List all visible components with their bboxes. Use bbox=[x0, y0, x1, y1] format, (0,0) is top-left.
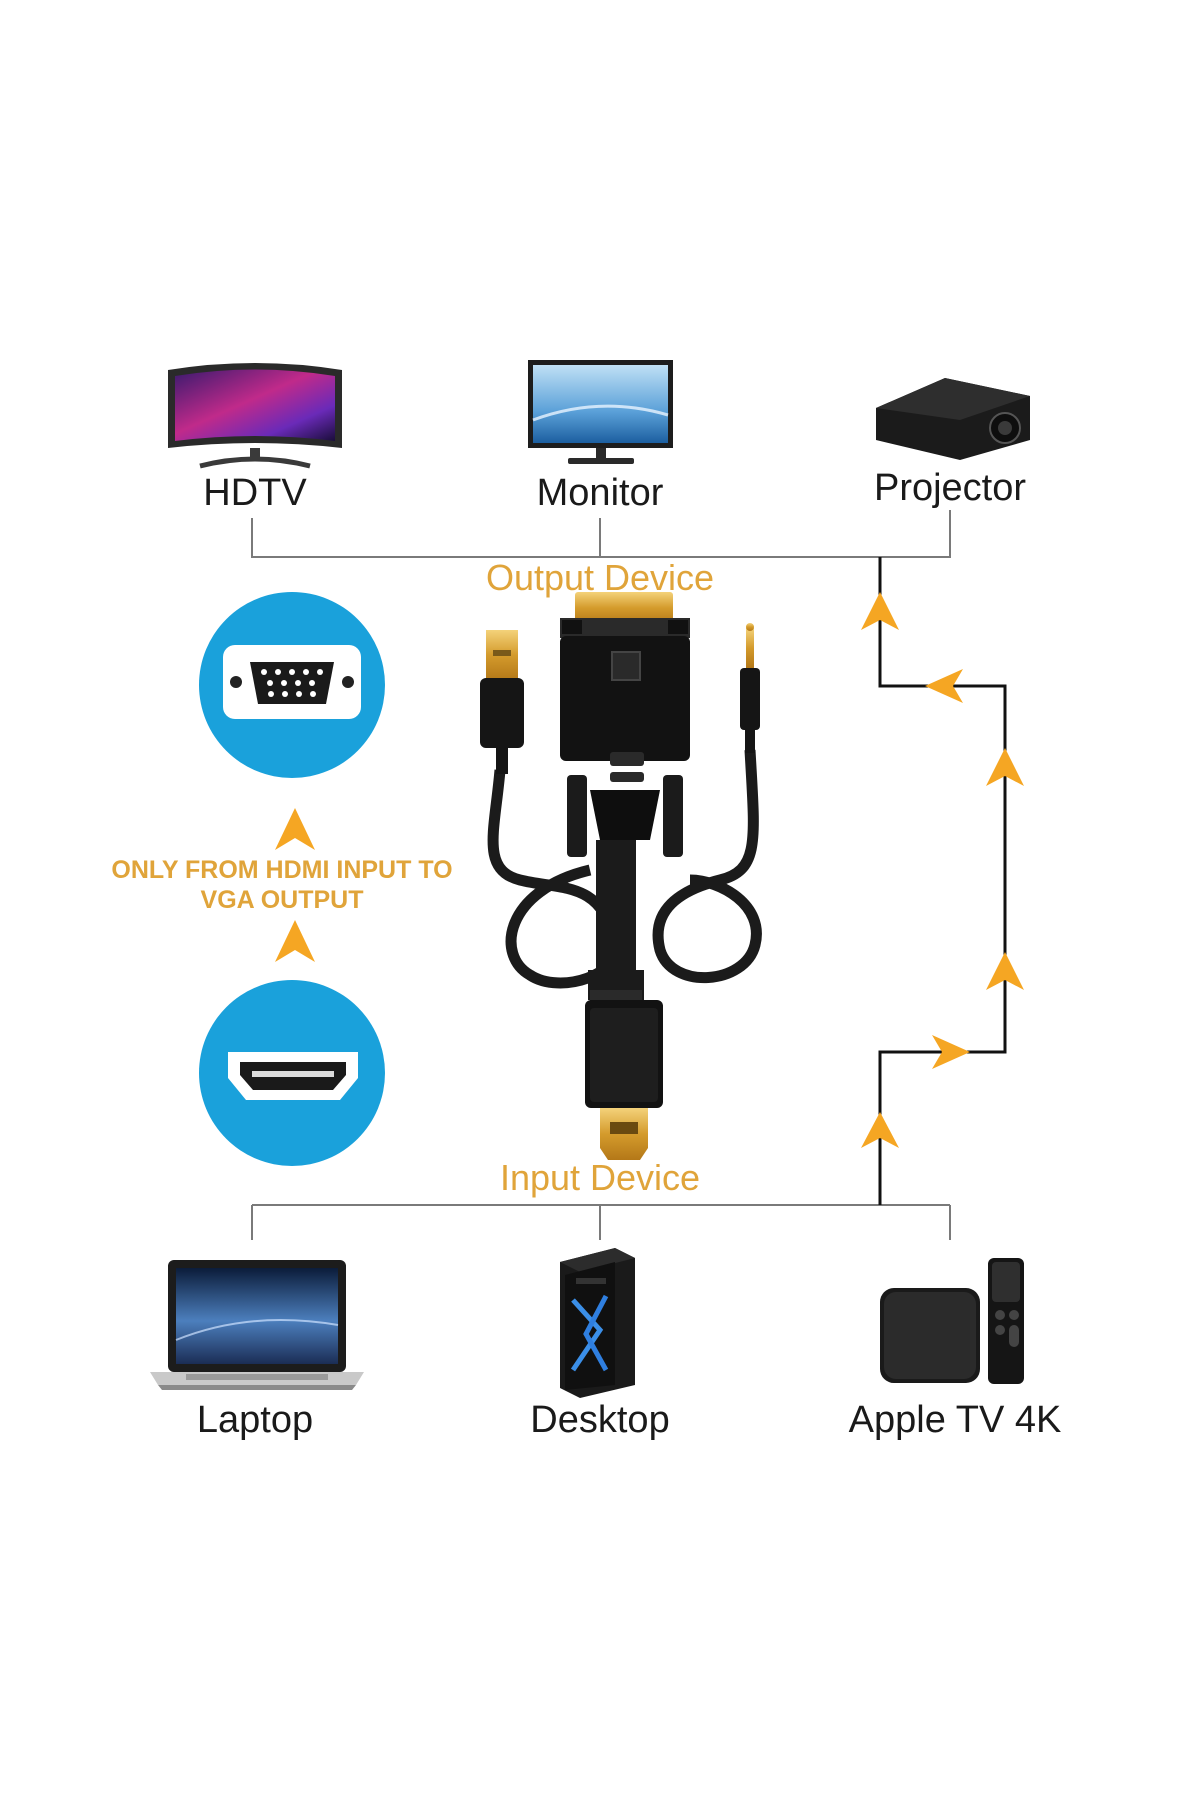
arrow-up-icon bbox=[861, 1112, 899, 1148]
signal-arrows bbox=[861, 592, 1024, 1148]
device-label-projector: Projector bbox=[874, 467, 1026, 509]
hdtv-device: HDTV bbox=[168, 363, 342, 514]
projector-device: Projector bbox=[874, 378, 1030, 509]
hdmi-to-vga-adapter-cable bbox=[480, 592, 762, 1160]
monitor-icon bbox=[528, 360, 673, 464]
hdmi-connector bbox=[585, 970, 663, 1160]
projector-icon bbox=[876, 378, 1030, 460]
arrow-up-icon bbox=[275, 920, 315, 962]
vga-connector bbox=[560, 592, 690, 857]
arrow-up-icon bbox=[275, 808, 315, 850]
device-label-monitor: Monitor bbox=[537, 472, 664, 514]
input-section-label: Input Device bbox=[500, 1157, 700, 1198]
arrow-right-icon bbox=[932, 1035, 970, 1069]
hdmi-port-icon bbox=[228, 1052, 358, 1100]
desktop-tower-icon bbox=[560, 1248, 635, 1398]
device-label-apple-tv: Apple TV 4K bbox=[849, 1399, 1062, 1441]
arrow-left-icon bbox=[925, 669, 963, 703]
vga-badge bbox=[199, 592, 385, 778]
device-label-desktop: Desktop bbox=[530, 1399, 669, 1441]
direction-note-line2: VGA OUTPUT bbox=[201, 886, 364, 914]
output-bus-lines bbox=[251, 510, 951, 558]
apple-tv-icon bbox=[880, 1258, 1024, 1384]
device-label-hdtv: HDTV bbox=[203, 472, 307, 514]
monitor-device: Monitor bbox=[528, 360, 673, 514]
audio-jack bbox=[740, 623, 760, 753]
laptop-icon bbox=[150, 1260, 364, 1390]
direction-note-line1: ONLY FROM HDMI INPUT TO bbox=[111, 856, 452, 884]
input-bus-lines bbox=[251, 1204, 951, 1240]
device-label-laptop: Laptop bbox=[197, 1399, 313, 1441]
hdmi-badge bbox=[199, 980, 385, 1166]
output-section-label: Output Device bbox=[486, 557, 714, 598]
vga-port-icon bbox=[223, 645, 361, 719]
curved-tv-icon bbox=[168, 363, 342, 469]
arrow-up-icon bbox=[861, 592, 899, 630]
apple-tv-device: Apple TV 4K bbox=[849, 1258, 1062, 1441]
arrow-up-icon bbox=[986, 748, 1024, 786]
desktop-device: Desktop bbox=[530, 1248, 670, 1441]
arrow-up-icon bbox=[986, 952, 1024, 990]
usb-power-plug bbox=[480, 630, 524, 774]
signal-path bbox=[878, 557, 1007, 1205]
laptop-device: Laptop bbox=[150, 1260, 364, 1441]
